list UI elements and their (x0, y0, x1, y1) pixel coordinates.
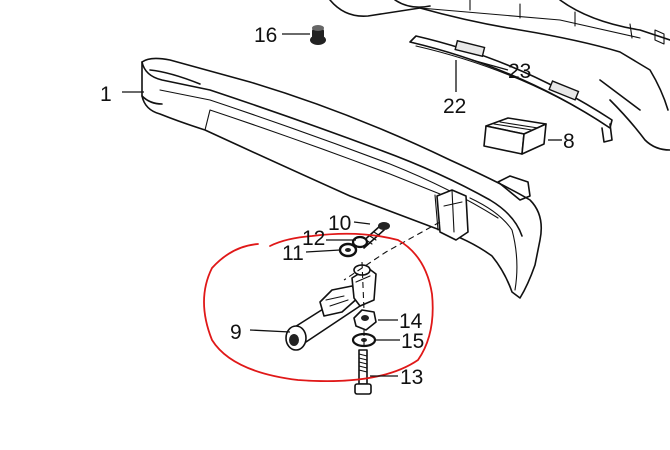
callout-15: 15 (401, 330, 424, 353)
bolt-13 (354, 349, 372, 395)
red-circle-annotation (203, 232, 434, 383)
callout-13: 13 (400, 366, 423, 389)
part-8-block (483, 117, 547, 155)
callout-12: 12 (302, 227, 325, 250)
callout-9: 9 (230, 321, 242, 344)
callout-16: 16 (254, 24, 277, 47)
callout-8: 8 (563, 130, 575, 153)
callout-22: 22 (443, 95, 466, 118)
nut-14 (353, 309, 377, 331)
nut-11 (338, 242, 358, 258)
bumper-strip-22 (409, 35, 613, 143)
body-panel (329, 0, 670, 151)
part-9-absorber (285, 264, 377, 351)
assembly-lines (343, 221, 441, 348)
callout-14: 14 (399, 310, 423, 333)
bumper-1 (141, 57, 543, 299)
washer-12 (351, 235, 369, 249)
callout-10: 10 (328, 212, 351, 235)
leader-lines (122, 33, 562, 377)
fastener-16 (310, 25, 326, 45)
callout-11: 11 (282, 242, 304, 265)
callout-23: 23 (508, 60, 531, 83)
callout-1: 1 (100, 83, 112, 106)
